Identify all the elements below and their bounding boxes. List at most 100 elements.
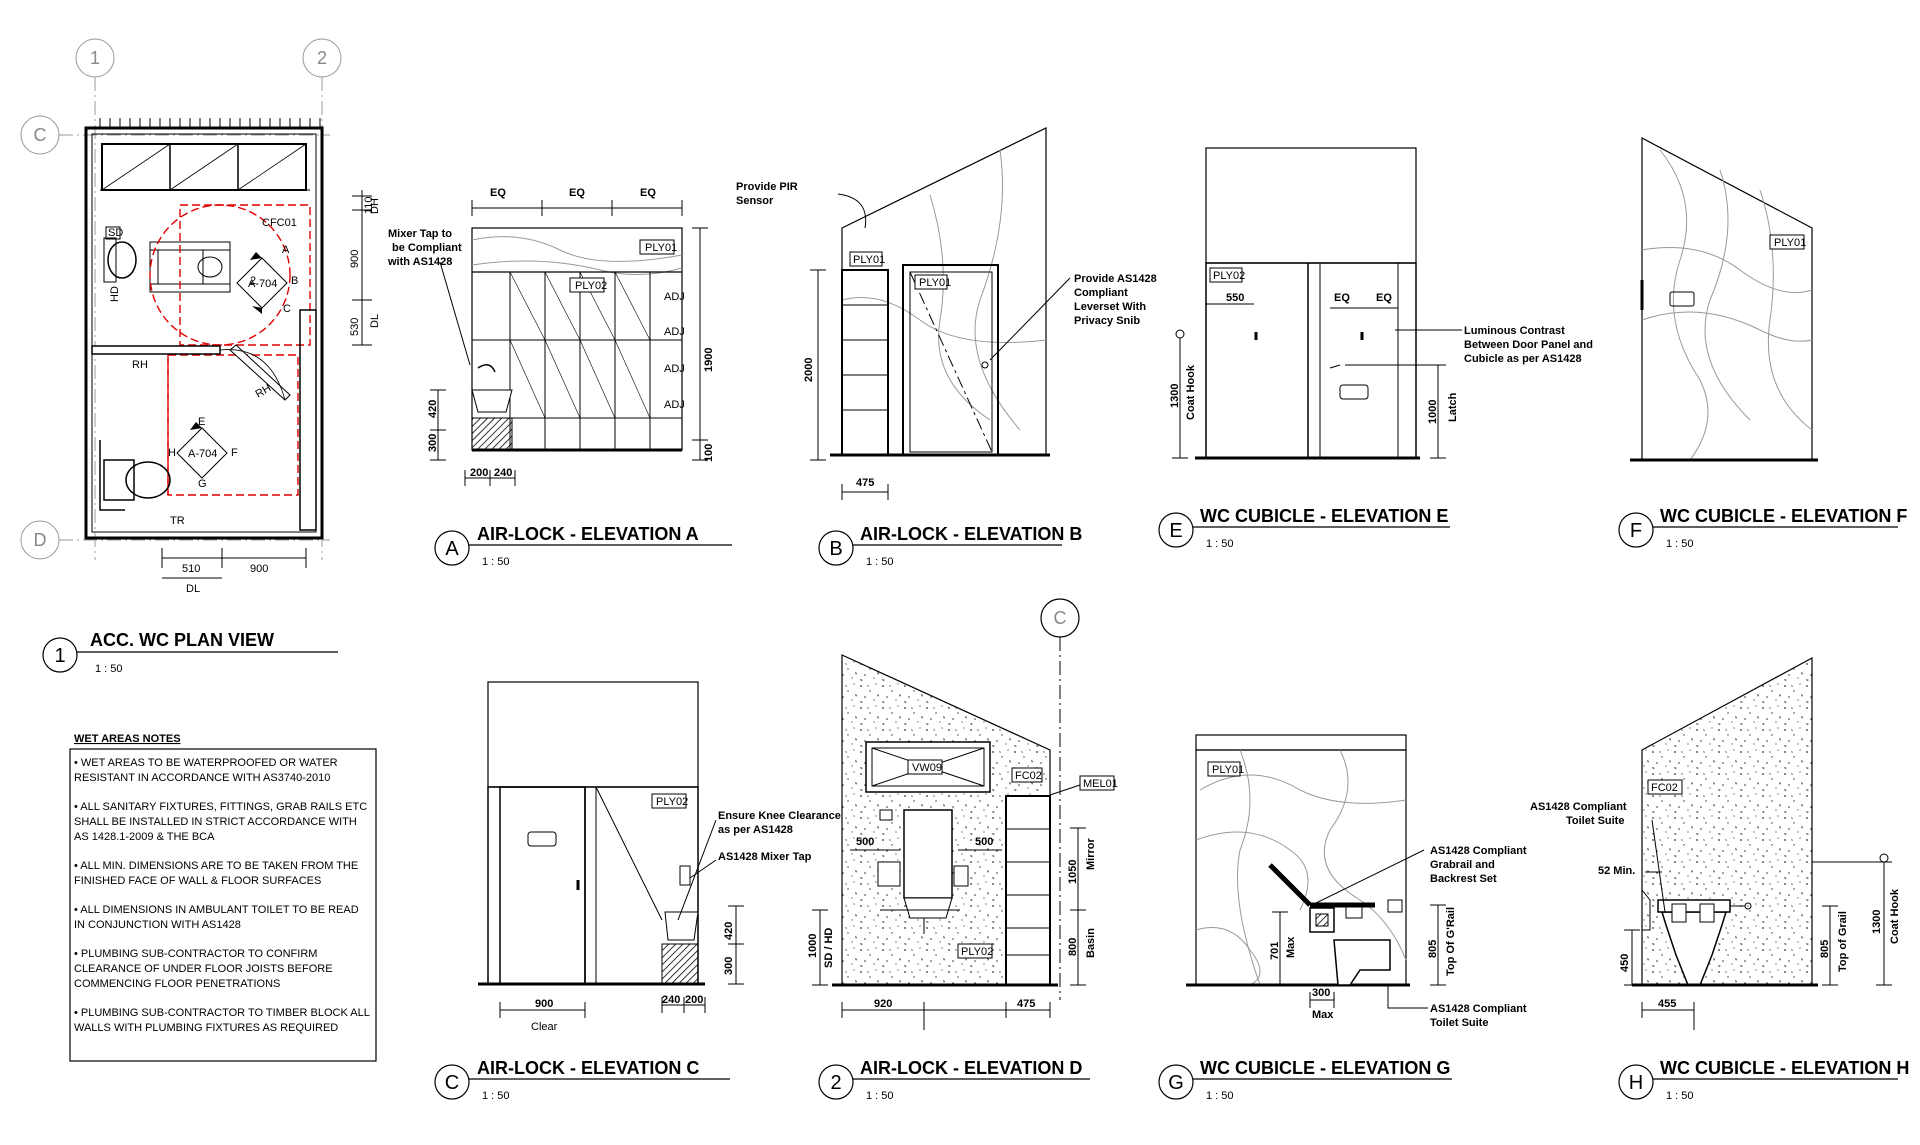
plan-dim-dl-bottom: DL: [186, 583, 200, 595]
elev-a-note-line-1: Mixer Tap to: [388, 228, 452, 240]
elev-g-dim-805: 805: [1427, 940, 1439, 958]
elevation-c: [478, 681, 744, 1018]
elev-b-note2-line-1: Provide AS1428: [1074, 273, 1157, 285]
elev-h-dim-805: 805: [1819, 940, 1831, 958]
elev-c-dim-300: 300: [723, 957, 735, 975]
elev-a-eq-2: EQ: [569, 187, 585, 199]
elevation-a-labels: EQ EQ EQ PLY01 PLY02 ADJ ADJ ADJ ADJ Mix…: [387, 187, 715, 479]
plan-label-tr: TR: [170, 515, 185, 527]
elev-b-note1-line-2: Sensor: [736, 195, 774, 207]
elev-a-adj-2: ADJ: [664, 326, 685, 338]
elev-b-note2-line-3: Leverset With: [1074, 301, 1146, 313]
elev-g-ply01: PLY01: [1212, 764, 1244, 776]
elev-f-title: WC CUBICLE - ELEVATION F: [1660, 506, 1907, 526]
notes-item-2-line-1: • ALL SANITARY FIXTURES, FITTINGS, GRAB …: [74, 801, 367, 813]
elevation-d: [812, 598, 1115, 1030]
elev-e-latch: Latch: [1447, 392, 1459, 422]
elev-g-note1-line-2: Grabrail and: [1430, 859, 1495, 871]
elevation-g-labels: PLY01 AS1428 Compliant Grabrail and Back…: [1212, 764, 1527, 1029]
elev-c-dim-200: 200: [685, 994, 703, 1006]
elev-a-eq-1: EQ: [490, 187, 506, 199]
elev-e-ply02: PLY02: [1213, 270, 1245, 282]
elev-d-dim-1050: 1050: [1067, 860, 1079, 884]
plan-labels: SD HD CFC01 RH RH TR A-704 A-704 A B C 2…: [108, 196, 381, 595]
elev-d-dim-500b: 500: [975, 836, 993, 848]
elev-g-max-2: Max: [1312, 1009, 1334, 1021]
elev-e-note-line-1: Luminous Contrast: [1464, 325, 1565, 337]
elev-e-eq-2: EQ: [1376, 292, 1392, 304]
plan-title: ACC. WC PLAN VIEW: [90, 630, 274, 650]
elev-g-note2-line-2: Toilet Suite: [1430, 1017, 1488, 1029]
elev-a-dim-100: 100: [703, 444, 715, 462]
elev-b-ply01-a: PLY01: [853, 254, 885, 266]
elev-d-fc02: FC02: [1015, 770, 1042, 782]
notes-item-1-line-2: RESISTANT IN ACCORDANCE WITH AS3740-2010: [74, 772, 330, 784]
notes-item-6-line-1: • PLUMBING SUB-CONTRACTOR TO TIMBER BLOC…: [74, 1007, 370, 1019]
elev-b-note1-line-1: Provide PIR: [736, 181, 798, 193]
elevation-f-labels: PLY01: [1774, 237, 1806, 249]
plan-label-c: C: [283, 303, 291, 315]
elev-c-dim-420: 420: [723, 922, 735, 940]
elev-e-title-block: E WC CUBICLE - ELEVATION E 1 : 50: [1158, 506, 1450, 550]
elev-h-coat-hook: Coat Hook: [1889, 888, 1901, 944]
elev-d-dim-1000: 1000: [807, 934, 819, 958]
elev-h-note-line-2: Toilet Suite: [1566, 815, 1624, 827]
elev-h-top-of-grail: Top of Grail: [1837, 911, 1849, 972]
elev-f-bubble: F: [1630, 520, 1642, 542]
elev-c-scale: 1 : 50: [482, 1090, 510, 1102]
notes-item-5-line-2: CLEARANCE OF UNDER FLOOR JOISTS BEFORE: [74, 963, 333, 975]
elev-f-scale: 1 : 50: [1666, 538, 1694, 550]
plan-label-sd: SD: [108, 227, 123, 239]
elev-g-top-of-grail: Top Of G'Rail: [1445, 907, 1457, 976]
elev-d-grid-c: C: [1054, 608, 1067, 628]
elev-a-dim-240: 240: [494, 467, 512, 479]
notes-item-4-line-1: • ALL DIMENSIONS IN AMBULANT TOILET TO B…: [74, 904, 359, 916]
elevation-b: [810, 127, 1071, 500]
elev-e-bubble: E: [1169, 520, 1182, 542]
notes-item-3-line-2: FINISHED FACE OF WALL & FLOOR SURFACES: [74, 875, 321, 887]
grid-label-c: C: [34, 125, 47, 145]
elev-b-ply01-b: PLY01: [919, 277, 951, 289]
elev-e-title: WC CUBICLE - ELEVATION E: [1200, 506, 1448, 526]
elev-a-ply01: PLY01: [645, 242, 677, 254]
elev-c-dim-900: 900: [535, 998, 553, 1010]
elev-e-dim-1000: 1000: [1427, 400, 1439, 424]
elev-g-note1-line-3: Backrest Set: [1430, 873, 1497, 885]
elev-a-title: AIR-LOCK - ELEVATION A: [477, 524, 699, 544]
elev-a-ply02: PLY02: [575, 280, 607, 292]
elev-a-dim-1900: 1900: [703, 348, 715, 372]
plan-label-f: F: [231, 447, 238, 459]
elev-e-dim-1300: 1300: [1169, 384, 1181, 408]
elev-c-note1-line-1: Ensure Knee Clearance: [718, 810, 841, 822]
grid-label-1: 1: [90, 48, 100, 68]
elev-h-min-52: 52 Min.: [1598, 865, 1635, 877]
notes-list: • WET AREAS TO BE WATERPROOFED OR WATER …: [74, 757, 370, 1034]
elev-e-dim-550: 550: [1226, 292, 1244, 304]
elev-h-note-line-1: AS1428 Compliant: [1530, 801, 1627, 813]
elev-d-mirror: Mirror: [1085, 838, 1097, 871]
elevation-h: [1624, 656, 1892, 1030]
elev-c-bubble: C: [445, 1072, 459, 1094]
elevation-d-labels: C VW09 FC02 MEL01 PLY02 500 500 1000 SD …: [807, 608, 1118, 1010]
elev-h-dim-455: 455: [1658, 998, 1676, 1010]
elev-h-bubble: H: [1629, 1072, 1643, 1094]
elev-a-dim-200: 200: [470, 467, 488, 479]
elev-g-note2-line-1: AS1428 Compliant: [1430, 1003, 1527, 1015]
elevation-e-labels: PLY02 550 EQ EQ Luminous Contrast Betwee…: [1169, 270, 1593, 424]
elev-g-dim-300: 300: [1312, 987, 1330, 999]
elev-d-title: AIR-LOCK - ELEVATION D: [860, 1058, 1082, 1078]
elevation-g: [1186, 734, 1446, 1009]
elev-c-note1-line-2: as per AS1428: [718, 824, 793, 836]
elev-a-dim-420: 420: [427, 400, 439, 418]
plan-dim-900: 900: [349, 250, 361, 268]
plan-dim-110: 110: [363, 196, 375, 214]
elev-d-dim-500a: 500: [856, 836, 874, 848]
elev-e-eq-1: EQ: [1334, 292, 1350, 304]
plan-label-e: E: [198, 416, 205, 428]
elev-b-scale: 1 : 50: [866, 556, 894, 568]
grid-label-d: D: [34, 530, 47, 550]
elev-c-clear: Clear: [531, 1021, 558, 1033]
plan-section-ref-2: A-704: [188, 448, 217, 460]
plan-section-ref-1: A-704: [248, 278, 277, 290]
